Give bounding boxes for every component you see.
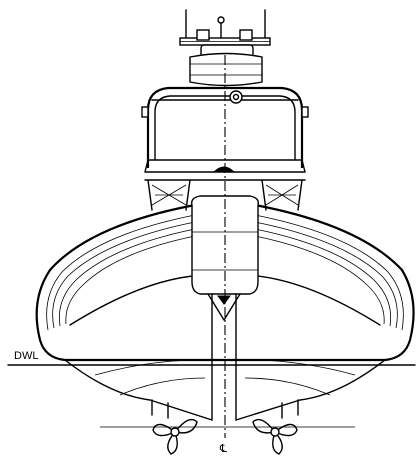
waterline-label: DWL <box>14 350 38 362</box>
propeller-icon <box>152 418 198 455</box>
centerline-label: ℄ <box>219 443 227 455</box>
propeller-icon <box>252 418 298 455</box>
hull-bottom <box>64 359 386 421</box>
radar-mast-icon <box>179 9 271 87</box>
